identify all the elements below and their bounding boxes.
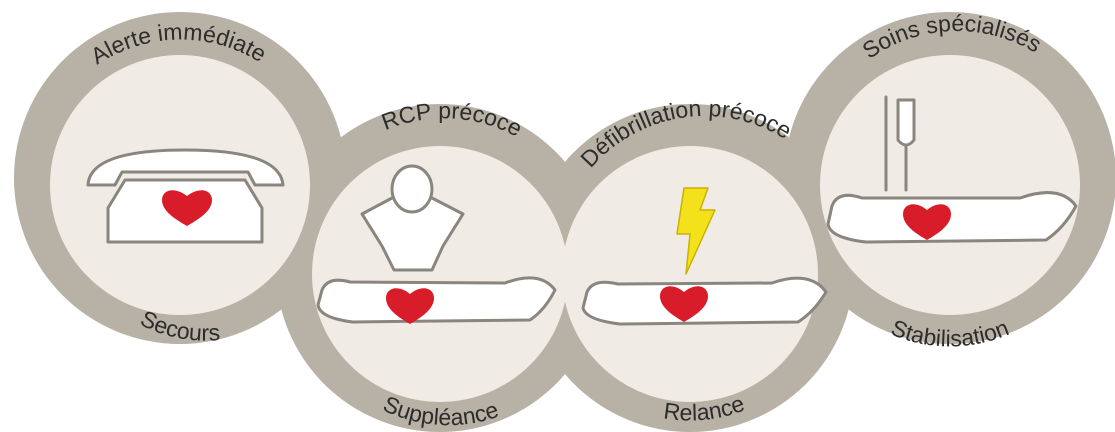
disc-soins [820,55,1080,315]
heart-icon-3 [660,286,708,322]
heart-icon-2 [386,288,434,324]
heart-icon-4 [903,204,951,240]
defibrillation-icon [581,187,828,326]
disc-rcp [312,146,568,402]
heart-icon-1 [162,190,212,226]
telephone-icon [86,148,285,244]
cpr-rescuer-icon [316,164,557,324]
iv-drip-icon [826,95,1078,244]
disc-defib [562,146,818,402]
lightning-bolt-icon [676,187,716,275]
